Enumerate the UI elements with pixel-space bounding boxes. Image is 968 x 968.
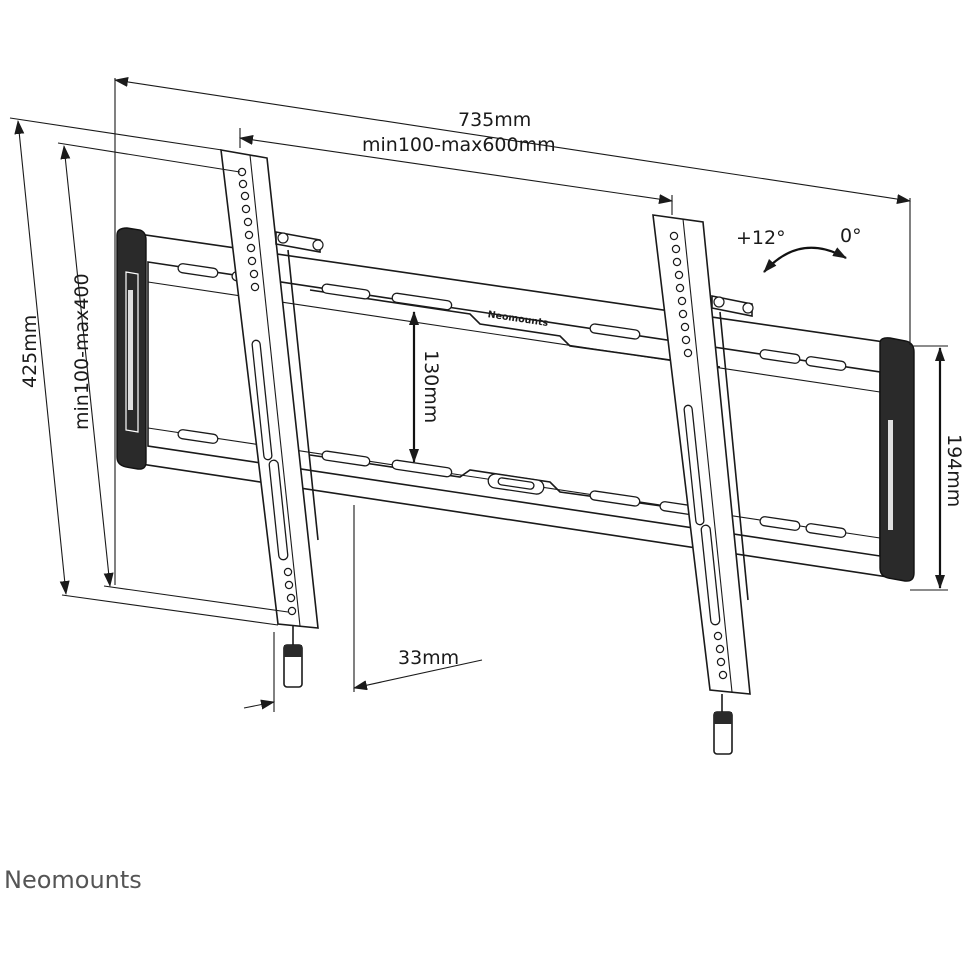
dim-rail-height-label: 194mm xyxy=(943,434,965,507)
left-arm xyxy=(220,149,324,688)
dim-total-height-label: 425mm xyxy=(19,315,41,388)
lower-slot-row xyxy=(177,429,847,538)
dim-wall-distance-label: 33mm xyxy=(398,647,459,669)
tilt-arc-arrow xyxy=(763,246,847,273)
dim-rail-height: 194mm xyxy=(910,345,965,591)
dim-total-height: 425mm xyxy=(9,117,279,626)
right-arm xyxy=(652,214,754,755)
dim-slot-spacing: 130mm xyxy=(409,311,442,463)
dim-total-width-label: 735mm xyxy=(458,109,531,131)
dim-vesa-height: min100-max400 xyxy=(57,142,289,613)
dim-wall-distance: 33mm xyxy=(243,505,483,712)
dim-vesa-width: min100-max600mm xyxy=(239,128,673,215)
tilt-max-label: +12° xyxy=(736,227,786,249)
dim-slot-spacing-label: 130mm xyxy=(420,350,442,423)
right-arm-holes xyxy=(669,231,728,680)
dim-vesa-width-label: min100-max600mm xyxy=(362,134,556,156)
tilt-indicator: +12° 0° xyxy=(736,225,862,273)
dim-vesa-height-label: min100-max400 xyxy=(71,273,93,430)
brand-logo: Neomounts xyxy=(4,866,142,894)
tilt-min-label: 0° xyxy=(840,225,862,247)
